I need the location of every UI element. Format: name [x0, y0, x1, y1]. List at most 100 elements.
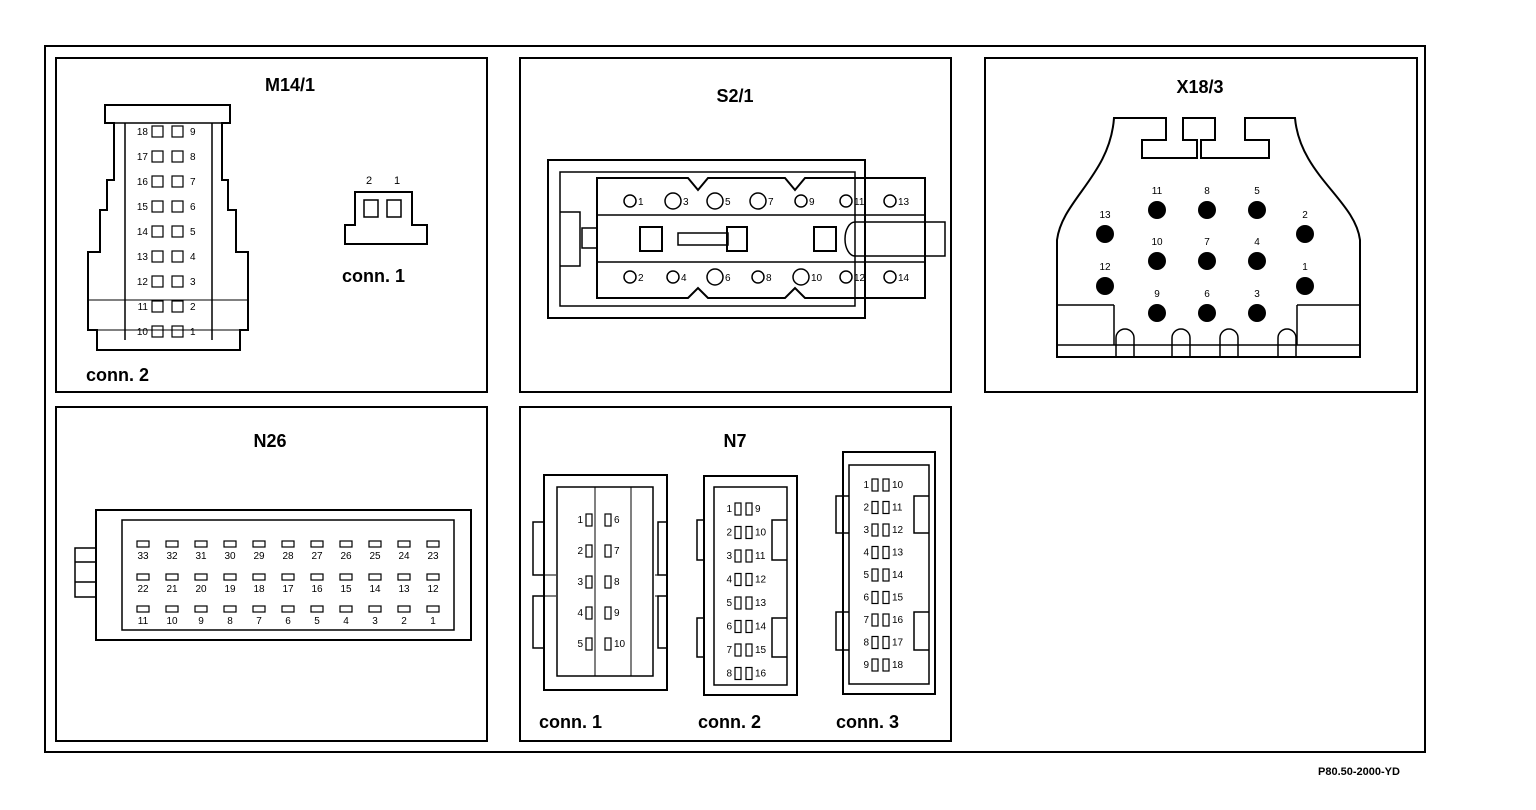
title-x18-3: X18/3: [1176, 77, 1224, 97]
n7-conn1-pin-3: 3: [577, 577, 583, 588]
n7-conn1-pin-4: 4: [577, 608, 583, 619]
n26-pin-7: 7: [256, 616, 262, 627]
m14-conn2-pin-3: 3: [190, 277, 196, 288]
n26-cavity: [194, 605, 208, 613]
s2-1-pin: [623, 194, 637, 208]
n7-conn2-pin-1: 1: [726, 504, 732, 515]
x18-3-pin: [1096, 277, 1114, 295]
n26-cavity: [426, 540, 440, 548]
n26-cavity: [252, 540, 266, 548]
s2-1-pin-10: 10: [811, 273, 823, 284]
n26-pin-16: 16: [311, 584, 323, 595]
s2-1-pin-8: 8: [766, 273, 772, 284]
x18-3-pin-11: 11: [1152, 186, 1163, 197]
n7-conn3-cavity: [882, 590, 890, 605]
n26-cavity: [223, 605, 237, 613]
n26-cavity: [194, 540, 208, 548]
n7-conn1-cavity: [604, 544, 612, 558]
n26-pin-30: 30: [224, 551, 236, 562]
s2-1-housing: [547, 159, 946, 319]
m14-conn2-cavity: [171, 125, 184, 138]
n26-pin-28: 28: [282, 551, 294, 562]
m14-conn2-pin-2: 2: [190, 302, 196, 313]
s2-1-pin-5: 5: [725, 197, 731, 208]
panel-m14-1: [55, 57, 488, 393]
n26-pin-29: 29: [253, 551, 265, 562]
m14-conn2-pin-5: 5: [190, 227, 196, 238]
n26-pin-21: 21: [166, 584, 178, 595]
m14-conn2-pin-8: 8: [190, 152, 196, 163]
n7-conn2-cavity: [734, 596, 742, 610]
n26-pin-3: 3: [372, 616, 378, 627]
x18-3-pin: [1198, 304, 1216, 322]
n7-conn2-pin-4: 4: [726, 575, 732, 586]
m14-conn2-pin-10: 10: [137, 327, 149, 338]
n26-pin-33: 33: [137, 551, 149, 562]
x18-3-pin-4: 4: [1254, 237, 1260, 248]
n7-conn3-pin-5: 5: [863, 570, 869, 581]
m14-conn1-pin-1: 1: [394, 175, 400, 187]
n7-conn3-pin-16: 16: [892, 615, 904, 626]
s2-1-pin-2: 2: [638, 273, 644, 284]
n26-pin-5: 5: [314, 616, 320, 627]
n26-cavity: [426, 605, 440, 613]
m14-conn2-housing: [87, 104, 249, 351]
m14-conn2-cavity: [151, 175, 164, 188]
n26-cavity: [136, 540, 150, 548]
n7-conn3-pin-3: 3: [863, 525, 869, 536]
n26-pin-26: 26: [340, 551, 352, 562]
n7-conn1-cavity: [585, 575, 593, 589]
s2-1-pin: [794, 194, 808, 208]
n7-conn2-pin-14: 14: [755, 622, 767, 633]
n26-pin-19: 19: [224, 584, 236, 595]
x18-3-pin: [1248, 201, 1266, 219]
n7-conn2-cavity: [734, 619, 742, 634]
n26-pin-23: 23: [427, 551, 439, 562]
diagram-frame: [44, 45, 1426, 753]
m14-conn2-cavity: [171, 175, 184, 188]
n7-conn3-cavity: [882, 478, 890, 492]
m14-conn2-cavity: [151, 200, 164, 213]
n7-conn3-cavity: [882, 658, 890, 672]
n7-conn1-pin-8: 8: [614, 577, 620, 588]
s2-1-pin-14: 14: [898, 273, 910, 284]
n7-conn2-pin-11: 11: [755, 551, 766, 562]
n7-conn1-pin-2: 2: [577, 546, 583, 557]
m14-conn2-cavity: [151, 125, 164, 138]
m14-conn1-label: conn. 1: [342, 266, 406, 286]
n7-conn3-pin-15: 15: [892, 593, 904, 604]
m14-conn2-cavity: [171, 150, 184, 163]
m14-conn2-cavity: [171, 325, 184, 338]
x18-3-housing: [1056, 117, 1361, 358]
n26-cavity: [310, 573, 324, 581]
n26-pin-24: 24: [398, 551, 410, 562]
n7-conn3-pin-13: 13: [892, 548, 904, 559]
n7-conn3-housing: [835, 451, 936, 695]
m14-conn1-housing: [344, 191, 428, 245]
n7-conn2-pin-6: 6: [726, 622, 732, 633]
n7-conn3-cavity: [882, 545, 890, 560]
n7-conn1-pin-5: 5: [577, 639, 583, 650]
n7-conn2-cavity: [734, 525, 742, 540]
n26-pin-4: 4: [343, 616, 349, 627]
n7-conn3-cavity: [871, 500, 879, 515]
n7-conn2-label: conn. 2: [698, 712, 762, 732]
n26-cavity: [252, 573, 266, 581]
x18-3-pin-8: 8: [1204, 186, 1210, 197]
n7-conn3-pin-4: 4: [863, 548, 869, 559]
s2-1-pin-6: 6: [725, 273, 731, 284]
s2-1-pin: [883, 194, 897, 208]
n26-pin-8: 8: [227, 616, 233, 627]
n26-cavity: [368, 573, 382, 581]
n7-conn2-cavity: [745, 666, 753, 681]
m14-conn2-pin-14: 14: [137, 227, 149, 238]
title-s2-1: S2/1: [716, 86, 754, 106]
m14-conn2-cavity: [171, 300, 184, 313]
n7-conn3-cavity: [871, 658, 879, 672]
m14-conn2-cavity: [151, 325, 164, 338]
m14-conn2-pin-9: 9: [190, 127, 196, 138]
n7-conn2-pin-3: 3: [726, 551, 732, 562]
n26-pin-10: 10: [166, 616, 178, 627]
